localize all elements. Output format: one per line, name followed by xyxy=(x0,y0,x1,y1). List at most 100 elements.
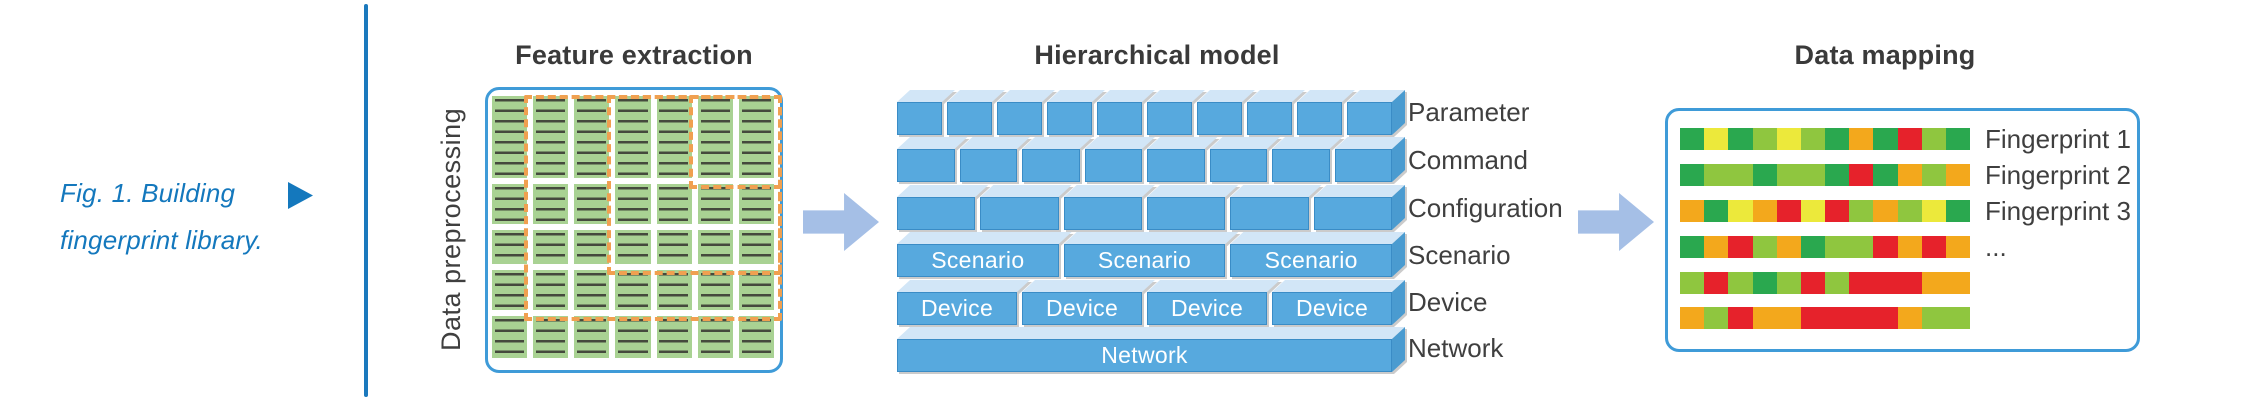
data-mapping-title: Data mapping xyxy=(1794,40,1976,70)
grid-cell xyxy=(574,270,610,310)
strip-cell xyxy=(1849,128,1874,150)
strip-cell xyxy=(1921,128,1946,150)
strip-cell xyxy=(1945,200,1971,222)
grid-cell xyxy=(492,230,528,264)
layer-block: Device xyxy=(1022,292,1142,325)
fingerprint-label-3: Fingerprint 3 xyxy=(1985,196,2131,226)
layer-block xyxy=(1272,149,1330,182)
strip-cell xyxy=(1704,164,1729,186)
figure-caption-line1: Fig. 1. Building xyxy=(60,178,236,208)
strip-cell xyxy=(1873,200,1898,222)
strip-cell xyxy=(1776,128,1801,150)
strip-cell xyxy=(1800,128,1826,150)
layer-block xyxy=(1334,149,1392,182)
figure-caption: Fig. 1. Building fingerprint library. xyxy=(60,170,310,264)
strip-cell xyxy=(1680,307,1705,329)
strip-cell xyxy=(1728,200,1753,222)
grid-cell xyxy=(492,270,528,310)
fingerprint-strip-4 xyxy=(1680,236,1971,258)
strip-cell xyxy=(1825,164,1850,186)
strip-cell xyxy=(1945,236,1971,258)
strip-cell xyxy=(1897,128,1922,150)
grid-cell xyxy=(656,230,692,264)
strip-cell xyxy=(1800,200,1826,222)
strip-cell xyxy=(1825,200,1850,222)
grid-row-group xyxy=(492,316,774,358)
strip-cell xyxy=(1728,272,1753,294)
strip-cell xyxy=(1728,307,1753,329)
layer-label-configuration: Configuration xyxy=(1408,193,1563,223)
grid-cell xyxy=(697,96,733,178)
strip-cell xyxy=(1849,200,1874,222)
layer-row-configuration xyxy=(897,197,1392,230)
layer-block xyxy=(1022,149,1080,182)
grid-cell xyxy=(738,316,774,358)
layer-block xyxy=(1084,149,1142,182)
fingerprint-strip-5 xyxy=(1680,272,1971,294)
grid-cell xyxy=(656,184,692,224)
hierarchical-model-title: Hierarchical model xyxy=(1034,40,1280,70)
strip-cell xyxy=(1825,128,1850,150)
fingerprint-strip-1 xyxy=(1680,128,1971,150)
layer-block xyxy=(1297,102,1342,135)
strip-cell xyxy=(1776,200,1801,222)
strip-cell xyxy=(1728,236,1753,258)
strip-cell xyxy=(1704,236,1729,258)
strip-cell xyxy=(1680,272,1705,294)
grid-row-group xyxy=(492,184,774,224)
layer-block xyxy=(897,149,955,182)
layer-block xyxy=(1063,197,1142,230)
layer-block: Network xyxy=(897,339,1392,372)
grid-cell xyxy=(697,316,733,358)
grid-cell xyxy=(574,316,610,358)
layer-label-scenario: Scenario xyxy=(1408,240,1511,270)
strip-cell xyxy=(1800,164,1826,186)
flow-arrow-1-icon xyxy=(803,193,879,251)
strip-cell xyxy=(1921,272,1946,294)
layer-block xyxy=(897,197,976,230)
layer-row-command xyxy=(897,149,1392,182)
grid-cell xyxy=(574,96,610,178)
strip-cell xyxy=(1704,307,1729,329)
strip-cell xyxy=(1704,272,1729,294)
data-preprocessing-label: Data preprocessing xyxy=(436,107,466,351)
layer-block: Scenario xyxy=(1063,244,1226,277)
layer-label-parameter: Parameter xyxy=(1408,97,1530,127)
strip-cell xyxy=(1921,307,1946,329)
strip-cell xyxy=(1752,307,1777,329)
grid-cell xyxy=(697,230,733,264)
layer-block xyxy=(1247,102,1292,135)
strip-cell xyxy=(1680,200,1705,222)
grid-row-group xyxy=(492,230,774,264)
strip-cell xyxy=(1728,164,1753,186)
strip-cell xyxy=(1873,236,1898,258)
grid-cell xyxy=(492,96,528,178)
strip-cell xyxy=(1800,236,1826,258)
figure-caption-line2: fingerprint library. xyxy=(60,225,263,255)
strip-cell xyxy=(1945,128,1971,150)
fingerprint-label-1: Fingerprint 1 xyxy=(1985,124,2131,154)
fingerprint-label-4: ... xyxy=(1985,232,2007,262)
fingerprint-label-2: Fingerprint 2 xyxy=(1985,160,2131,190)
grid-cell xyxy=(656,270,692,310)
grid-cell xyxy=(738,96,774,178)
layer-block xyxy=(1047,102,1092,135)
strip-cell xyxy=(1752,236,1777,258)
layer-label-network: Network xyxy=(1408,333,1504,363)
layer-block xyxy=(1146,197,1226,230)
selection-box-inner xyxy=(689,95,782,189)
strip-cell xyxy=(1825,307,1850,329)
layer-block: Device xyxy=(1272,292,1392,325)
grid-cell xyxy=(656,316,692,358)
strip-cell xyxy=(1728,128,1753,150)
strip-cell xyxy=(1873,307,1898,329)
strip-cell xyxy=(1897,200,1922,222)
strip-cell xyxy=(1680,164,1705,186)
layer-row-network: Network xyxy=(897,339,1392,372)
fingerprint-strip-2 xyxy=(1680,164,1971,186)
feature-extraction-title: Feature extraction xyxy=(515,40,753,70)
layer-row-parameter xyxy=(897,102,1392,135)
strip-cell xyxy=(1945,307,1971,329)
